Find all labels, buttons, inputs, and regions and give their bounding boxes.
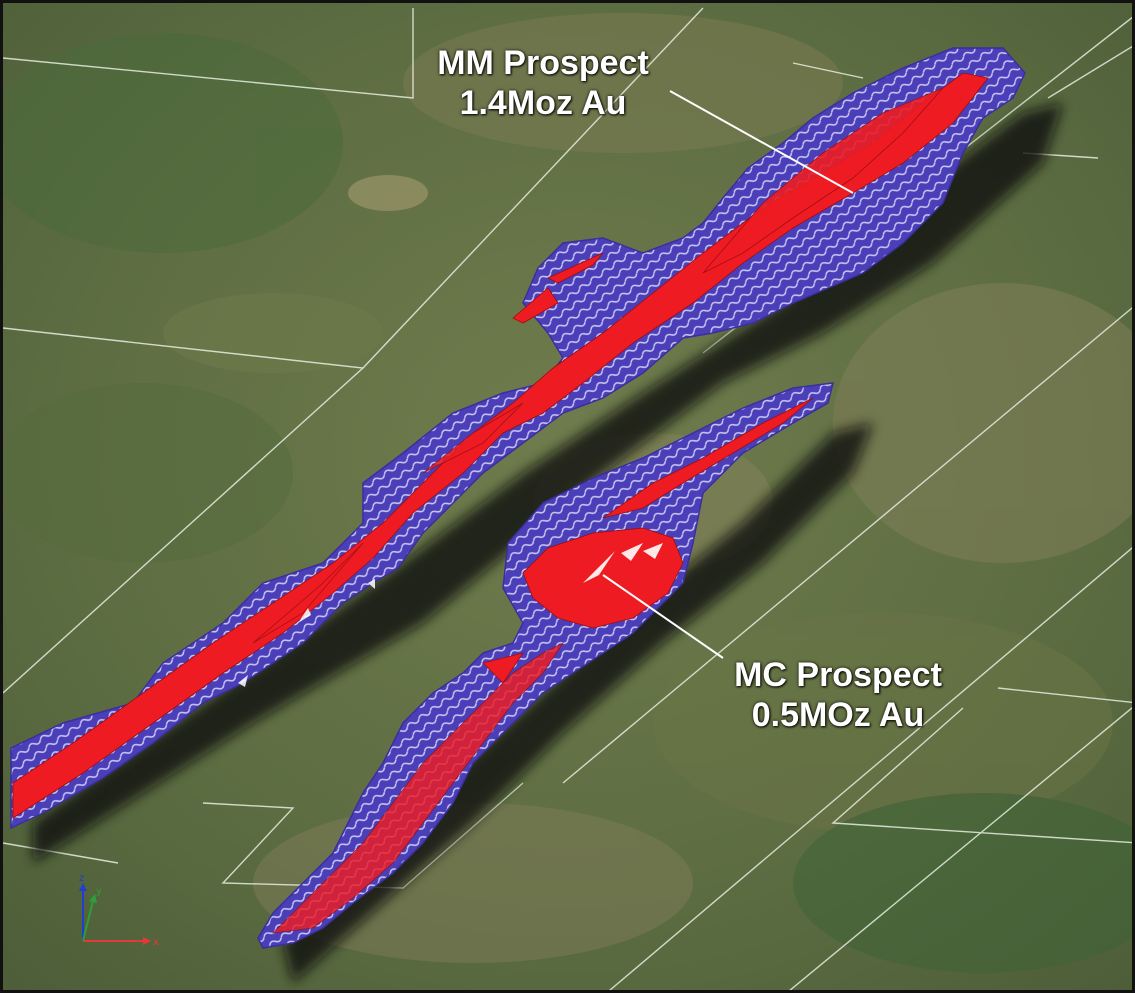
axis-y-label: y xyxy=(96,886,102,897)
mc-lode-surfaces xyxy=(271,397,814,934)
axis-z-label: z xyxy=(79,873,84,884)
axis-x-label: x xyxy=(153,937,159,948)
mc-prospect-label: MC Prospect 0.5MOz Au xyxy=(693,655,983,735)
mc-prospect-resource: 0.5MOz Au xyxy=(751,696,925,734)
mm-prospect-label: MM Prospect 1.4Moz Au xyxy=(398,43,688,123)
mc-orebody xyxy=(257,382,834,949)
mm-orebody xyxy=(10,47,1026,830)
scene-graphic: x y z xyxy=(3,3,1132,990)
label-leaders xyxy=(602,90,854,659)
mm-leader-line xyxy=(669,90,854,194)
mm-prospect-resource: 1.4Moz Au xyxy=(459,84,627,122)
axis-gizmo: x y z xyxy=(79,873,159,948)
mc-highlights xyxy=(583,543,663,583)
mc-prospect-name: MC Prospect xyxy=(734,656,942,694)
mm-lode-surfaces xyxy=(12,72,989,819)
mc-leader-line xyxy=(602,574,724,659)
mm-prospect-name: MM Prospect xyxy=(437,44,649,82)
mm-highlights xyxy=(238,579,375,687)
